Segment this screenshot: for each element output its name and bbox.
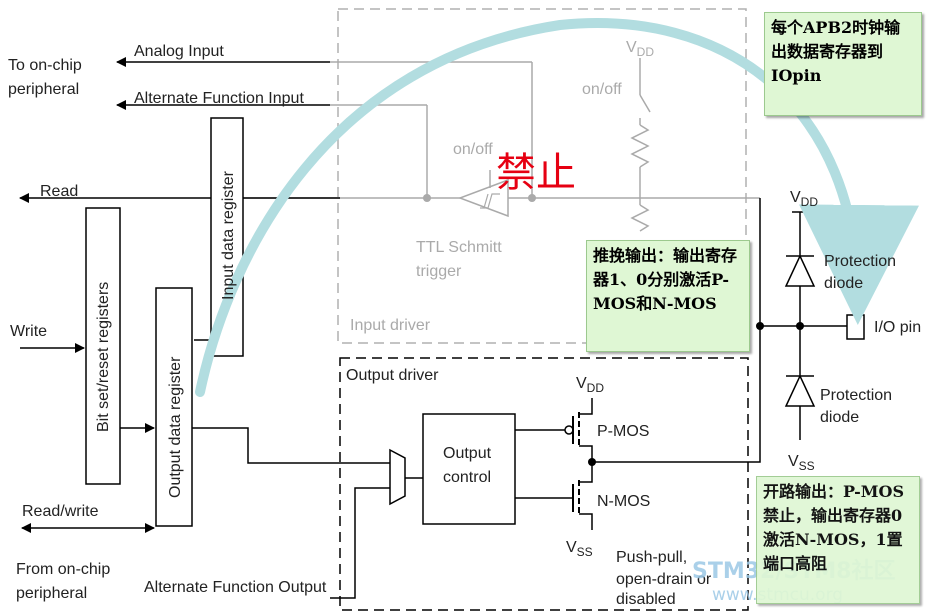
open-drain-label: open-drain or <box>616 571 712 588</box>
alt-func-output-label: Alternate Function Output <box>144 579 327 596</box>
from-peripheral-label: peripheral <box>16 585 87 602</box>
protection-circuit <box>756 211 865 440</box>
read-write-label: Read/write <box>22 503 99 520</box>
output-driver-label: Output driver <box>346 367 439 384</box>
input-driver-label: Input driver <box>350 317 431 334</box>
open-drain-note: 开路输出：P-MOS禁止，输出寄存器0激活N-MOS，1置端口高阻 <box>756 476 920 604</box>
io-pin-label: I/O pin <box>874 319 921 336</box>
vss-output-label: VSS <box>566 539 593 559</box>
to-onchip-label: To on-chip <box>8 57 82 74</box>
peripheral-label: peripheral <box>8 81 79 98</box>
data-flow-arc <box>195 18 919 397</box>
vdd-protection-label: VDD <box>790 189 818 209</box>
io-pin-box <box>846 314 865 340</box>
output-data-register-box <box>155 287 193 527</box>
on-off-top-label: on/off <box>582 81 622 98</box>
forbid-label: 禁止 <box>496 150 576 196</box>
alt-func-input-label: Alternate Function Input <box>134 90 304 107</box>
vdd-output-label: VDD <box>576 375 604 395</box>
input-data-register-label: Input data register <box>220 170 237 300</box>
diode-bottom-label: diode <box>820 409 859 426</box>
disabled-label: disabled <box>616 591 676 608</box>
protection-top-label: Protection <box>824 253 896 270</box>
push-pull-label: Push-pull, <box>616 549 687 566</box>
on-off-schmitt-label: on/off <box>453 141 493 158</box>
nmos-label: N-MOS <box>597 493 650 510</box>
input-driver-section <box>243 8 760 344</box>
trigger-label: trigger <box>416 263 462 280</box>
write-label: Write <box>10 323 47 340</box>
output-data-register-label: Output data register <box>167 356 184 498</box>
analog-input-label: Analog Input <box>134 43 224 60</box>
read-label: Read <box>40 183 78 200</box>
output-control-label-2: control <box>443 469 491 486</box>
input-data-register-box <box>210 117 244 357</box>
protection-bottom-label: Protection <box>820 387 892 404</box>
push-pull-note: 推挽输出：输出寄存器1、0分别激活P-MOS和N-MOS <box>586 240 750 352</box>
apb2-note: 每个APB2时钟输出数据寄存器到IOpin <box>764 12 922 116</box>
ttl-schmitt-label: TTL Schmitt <box>416 239 502 256</box>
bit-set-reset-box <box>85 207 121 485</box>
diode-top-label: diode <box>824 275 863 292</box>
vss-protection-label: VSS <box>788 453 815 473</box>
from-onchip-label: From on-chip <box>16 561 110 578</box>
pmos-label: P-MOS <box>597 423 649 440</box>
output-control-label-1: Output <box>443 445 492 462</box>
vdd-top-label: VDD <box>626 39 654 59</box>
output-control-box <box>422 413 516 525</box>
output-driver-section <box>339 357 749 611</box>
bit-set-reset-label: Bit set/reset registers <box>95 282 112 432</box>
